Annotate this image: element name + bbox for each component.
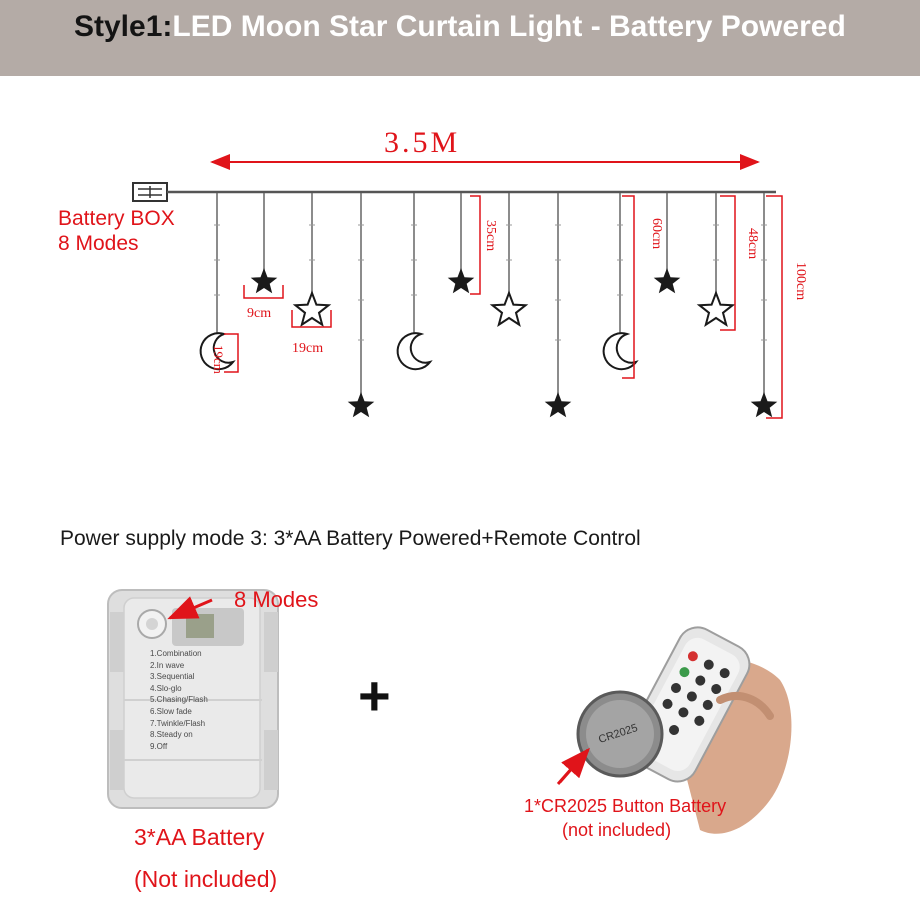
strands: [216, 193, 765, 396]
plus-sign: +: [358, 664, 391, 727]
led-ticks: [214, 224, 767, 341]
banner-title: Style1:LED Moon Star Curtain Light - Bat…: [74, 10, 846, 44]
star-icon: [447, 268, 475, 294]
star-icon: [347, 392, 375, 418]
mode-item: 4.Slo-glo: [150, 683, 182, 693]
mode-item: 2.In wave: [150, 660, 185, 670]
mode-item: 3.Sequential: [150, 672, 195, 682]
outline-stars: [292, 290, 736, 327]
battery-box-photo: [107, 589, 279, 809]
star-outline-icon: [292, 290, 332, 327]
dim-35cm: 35cm: [483, 220, 498, 252]
moon-icon: [602, 332, 639, 371]
title-banner: Style1:LED Moon Star Curtain Light - Bat…: [0, 0, 920, 76]
star-outline-icon: [696, 290, 736, 327]
star-icon: [544, 392, 572, 418]
dim-100cm: 100cm: [793, 262, 808, 301]
banner-main-title: LED Moon Star Curtain Light - Battery Po…: [172, 10, 846, 43]
remote-battery-note: (not included): [562, 820, 672, 840]
battery-box-mode-list: 1.Combination 2.In wave 3.Sequential 4.S…: [150, 648, 208, 752]
mode-item: 8.Steady on: [150, 730, 193, 740]
mode-item: 7.Twinkle/Flash: [150, 718, 206, 728]
dimension-guides: [224, 195, 783, 419]
mode-item: 9.Off: [150, 741, 168, 751]
moon-icon: [396, 332, 433, 371]
mode-item: 6.Slow fade: [150, 706, 192, 716]
filled-stars: [250, 268, 778, 418]
banner-prefix: Style1:: [74, 10, 173, 43]
dim-19cm-h: 19cm: [292, 341, 324, 356]
modes-label: 8 Modes: [234, 587, 319, 612]
dim-19cm-v: 19cm: [211, 345, 226, 374]
star-icon: [250, 268, 278, 294]
dim-9cm: 9cm: [247, 306, 272, 321]
star-outline-icon: [489, 290, 529, 327]
moon-icon: [199, 332, 236, 371]
mode-item: 1.Combination: [150, 649, 202, 658]
battery-box-icon: [132, 182, 168, 202]
dim-60cm: 60cm: [649, 218, 664, 250]
star-icon: [653, 268, 681, 294]
battery-box-label: Battery BOX: [58, 207, 175, 230]
remote-battery-label: 1*CR2025 Button Battery: [524, 796, 727, 816]
battery-label: 3*AA Battery: [134, 824, 265, 850]
dim-48cm: 48cm: [745, 228, 760, 260]
moons: [199, 332, 639, 371]
battery-note: (Not included): [134, 866, 278, 892]
power-supply-heading: Power supply mode 3: 3*AA Battery Powere…: [60, 527, 641, 550]
star-icon: [750, 392, 778, 418]
battery-box-modes: 8 Modes: [58, 232, 139, 255]
mode-item: 5.Chasing/Flash: [150, 695, 208, 705]
width-label: 3.5M: [384, 126, 461, 159]
mode-arrow: [167, 596, 213, 620]
remote-photo: [576, 626, 792, 834]
